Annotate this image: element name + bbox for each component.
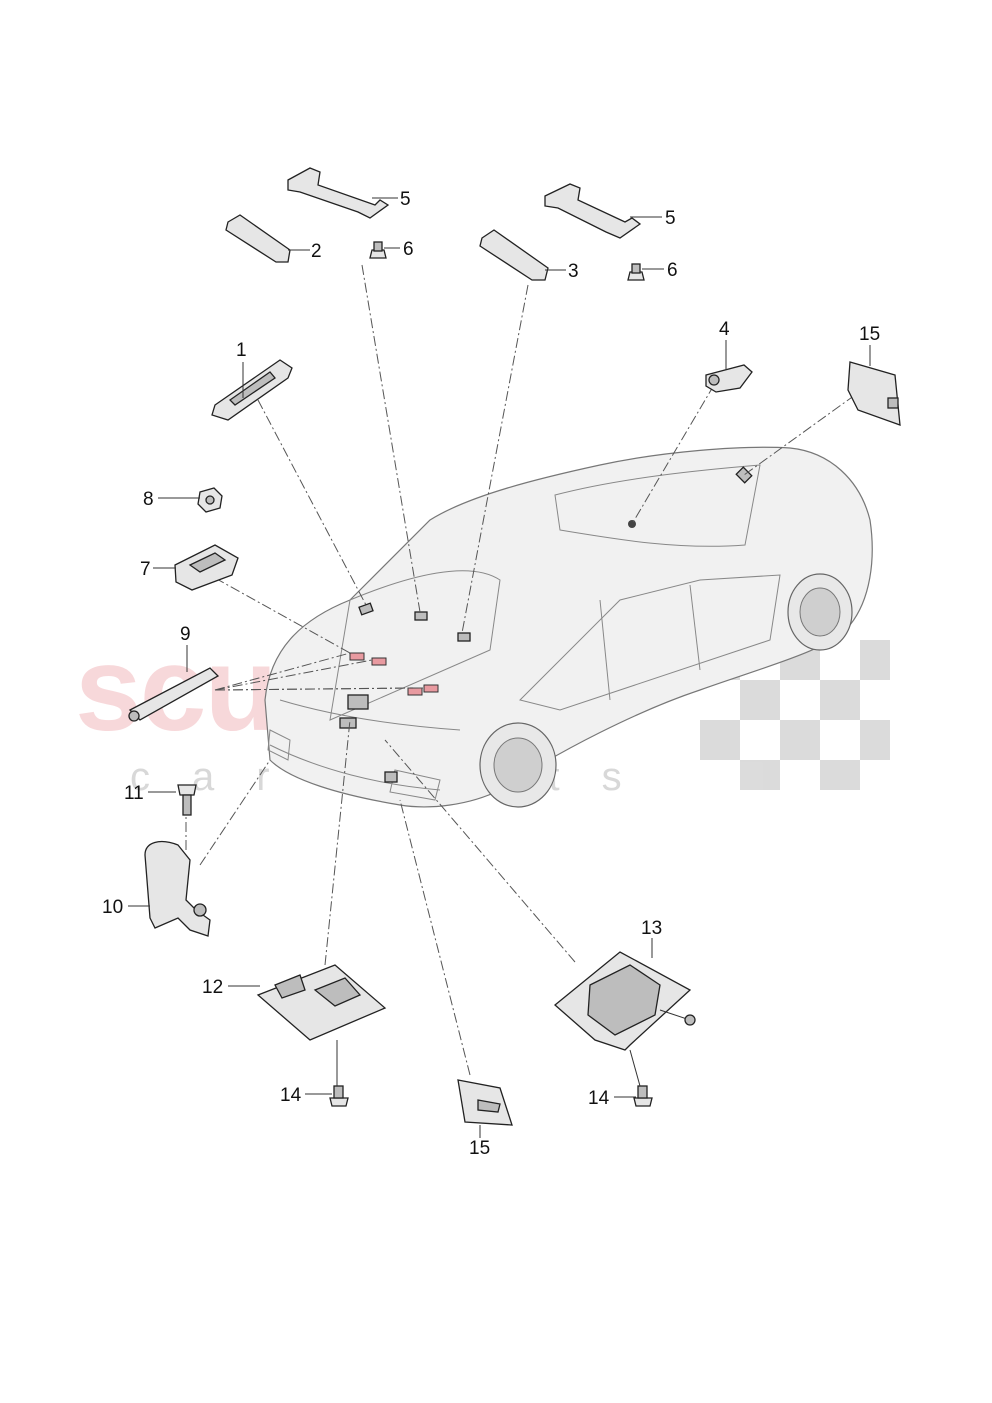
part-12-control-unit-plate[interactable] xyxy=(256,964,387,1041)
callout-2: 2 xyxy=(311,241,322,262)
callout-14-left: 14 xyxy=(280,1085,302,1106)
part-7-holder[interactable] xyxy=(174,544,239,591)
part-14-screw-left[interactable] xyxy=(329,1085,349,1107)
part-5-bracket-left[interactable] xyxy=(287,167,390,219)
callout-4: 4 xyxy=(719,319,730,340)
part-3-antenna-amplifier[interactable] xyxy=(479,229,549,281)
callout-3: 3 xyxy=(568,261,579,282)
callout-10: 10 xyxy=(102,897,123,918)
part-15-antenna-plate-top[interactable] xyxy=(847,361,901,426)
callout-5-right: 5 xyxy=(665,208,676,229)
callout-12: 12 xyxy=(202,977,223,998)
part-15-antenna-plate-bottom[interactable] xyxy=(457,1079,513,1126)
part-10-bracket[interactable] xyxy=(144,841,211,937)
callout-1: 1 xyxy=(236,340,247,361)
part-6-screw-left[interactable] xyxy=(369,241,387,259)
callout-9: 9 xyxy=(180,624,191,645)
part-11-bolt[interactable] xyxy=(177,784,197,816)
part-1-antenna-amplifier[interactable] xyxy=(211,359,293,421)
leader-lines xyxy=(185,264,856,1076)
callout-14-right: 14 xyxy=(588,1088,610,1109)
callout-8: 8 xyxy=(143,489,154,510)
callout-15-bottom: 15 xyxy=(469,1138,490,1159)
callout-7: 7 xyxy=(140,559,151,580)
part-8-nut[interactable] xyxy=(197,487,223,513)
part-5-bracket-right[interactable] xyxy=(544,183,642,239)
callout-15-top: 15 xyxy=(859,324,880,345)
callout-lines xyxy=(128,197,871,1138)
part-13-control-unit[interactable] xyxy=(553,951,696,1051)
part-9-antenna-strip[interactable] xyxy=(128,667,220,722)
part-14-screw-right[interactable] xyxy=(633,1085,653,1107)
callout-6-left: 6 xyxy=(403,239,414,260)
part-6-screw-right[interactable] xyxy=(627,263,645,281)
callout-5-left: 5 xyxy=(400,189,411,210)
callout-numbers: 1 2 3 4 5 5 6 6 7 8 9 10 11 12 13 14 14 … xyxy=(102,189,880,1159)
callout-13: 13 xyxy=(641,918,662,939)
part-2-antenna-amplifier[interactable] xyxy=(225,214,291,263)
callout-11: 11 xyxy=(124,783,144,804)
callout-6-right: 6 xyxy=(667,260,678,281)
part-4-sensor[interactable] xyxy=(705,364,753,393)
car-body xyxy=(264,446,873,808)
